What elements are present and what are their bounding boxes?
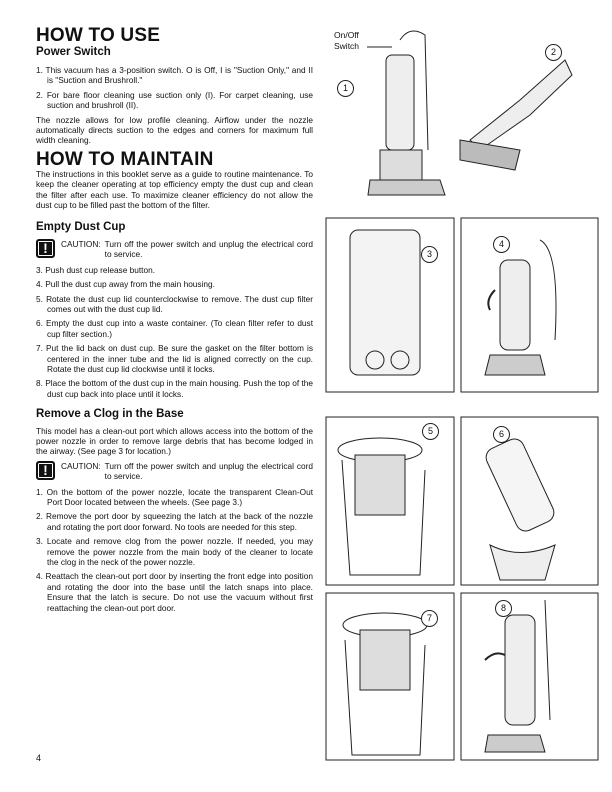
caution-label: CAUTION:	[61, 460, 101, 471]
list-item: 3. Locate and remove clog from the power…	[36, 536, 313, 568]
figure-8-vacuum	[484, 599, 551, 753]
figure-3-box	[325, 217, 455, 393]
power-switch-heading: Power Switch	[36, 46, 111, 58]
remove-clog-heading: Remove a Clog in the Base	[36, 408, 184, 421]
figure-label: 3	[421, 246, 438, 263]
figure-5-filter	[337, 437, 426, 576]
figure-7-box	[325, 592, 455, 761]
caution-label: CAUTION:	[61, 238, 101, 249]
figure-2-vacuum	[459, 59, 573, 171]
clog-intro: This model has a clean-out port which al…	[36, 425, 313, 457]
nozzle-note: The nozzle allows for low profile cleani…	[36, 114, 313, 146]
figure-label: 6	[493, 426, 510, 443]
figure-4-box	[460, 217, 599, 393]
figure-4-dustcup	[484, 239, 557, 376]
switch-label-line: On/Off	[334, 30, 359, 40]
figure-7-filter	[342, 612, 428, 756]
caution-note: ! CAUTION: Turn off the power switch and…	[36, 238, 313, 260]
caution-text: Turn off the power switch and unplug the…	[104, 238, 313, 260]
figure-6-box	[460, 416, 599, 586]
list-item: 4. Reattach the clean-out port door by i…	[36, 571, 313, 613]
figure-label: 2	[545, 44, 562, 61]
list-item: 1. This vacuum has a 3-position switch. …	[36, 65, 313, 86]
caution-icon: !	[36, 238, 55, 258]
caution-note: ! CAUTION: Turn off the power switch and…	[36, 460, 313, 482]
list-item: 1. On the bottom of the power nozzle, lo…	[36, 486, 313, 507]
figure-label: 4	[493, 236, 510, 253]
caution-icon: !	[36, 460, 55, 480]
figure-label: 8	[495, 600, 512, 617]
list-item: 7. Put the lid back on dust cup. Be sure…	[36, 343, 313, 374]
list-item: 3. Push dust cup release button.	[36, 264, 156, 275]
how-to-maintain-heading: HOW TO MAINTAIN	[36, 148, 214, 170]
list-item: 2. Remove the port door by squeezing the…	[36, 511, 313, 532]
figure-label: 1	[337, 80, 354, 97]
list-item: 6. Empty the dust cup into a waste conta…	[36, 318, 313, 339]
figure-3-housing	[349, 229, 421, 376]
list-item: 5. Rotate the dust cup lid counterclockw…	[36, 293, 313, 314]
caution-text: Turn off the power switch and unplug the…	[104, 460, 313, 482]
figure-6-empty	[485, 438, 556, 581]
figure-5-box	[325, 416, 455, 586]
list-item: 8. Place the bottom of the dust cup in t…	[36, 378, 313, 399]
how-to-use-heading: HOW TO USE	[36, 25, 161, 46]
maintain-intro: The instructions in this booklet serve a…	[36, 168, 313, 211]
figure-8-box	[460, 592, 599, 761]
list-item: 2. For bare floor cleaning use suction o…	[36, 89, 313, 111]
figure-1-vacuum	[367, 30, 446, 196]
figure-label: 5	[422, 423, 439, 440]
list-item: 4. Pull the dust cup away from the main …	[36, 279, 215, 290]
figure-label: 7	[421, 610, 438, 627]
page-number: 4	[36, 753, 42, 763]
text-column: HOW TO USE Power Switch 1. This vacuum h…	[36, 26, 313, 617]
empty-dust-cup-heading: Empty Dust Cup	[36, 221, 126, 234]
switch-label-line: Switch	[334, 41, 360, 51]
